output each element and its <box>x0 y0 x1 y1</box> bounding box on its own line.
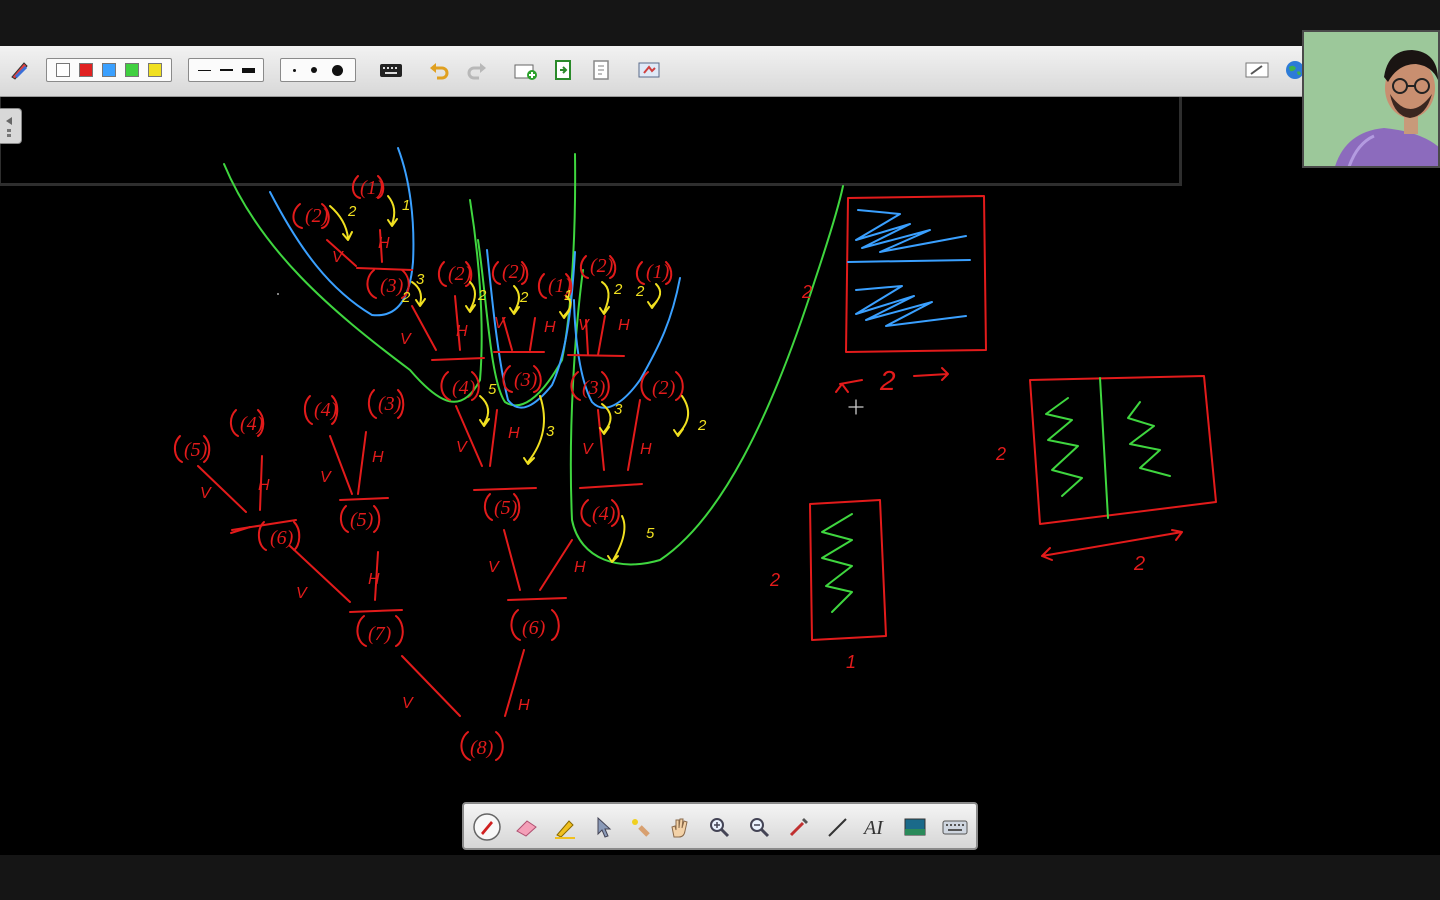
collapsed-panel-outline <box>0 96 1182 186</box>
keyboard-icon[interactable] <box>940 812 970 842</box>
line-width-group <box>188 58 264 82</box>
line-tool-icon[interactable] <box>822 812 852 842</box>
pan-hand-icon[interactable] <box>664 812 694 842</box>
previous-page-icon[interactable] <box>588 58 614 82</box>
undo-icon[interactable] <box>426 58 452 82</box>
laser-pointer-icon[interactable] <box>626 812 656 842</box>
dot-size-small[interactable] <box>292 68 296 72</box>
highlighter-icon[interactable] <box>550 812 580 842</box>
dot-size-medium[interactable] <box>310 67 317 73</box>
pointer-icon[interactable] <box>588 812 618 842</box>
window-top-bar <box>0 0 1440 46</box>
zoom-out-icon[interactable] <box>744 812 774 842</box>
bottom-tool-palette: AI <box>462 802 978 850</box>
line-width-medium[interactable] <box>219 69 233 71</box>
next-page-icon[interactable] <box>550 58 576 82</box>
svg-text:AI: AI <box>862 817 884 839</box>
color-white[interactable] <box>55 63 70 77</box>
line-width-thin[interactable] <box>197 69 211 71</box>
pen-settings-icon[interactable] <box>6 58 32 82</box>
top-toolbar <box>0 46 1304 97</box>
side-panel-handle[interactable] <box>0 108 22 144</box>
dot-size-large[interactable] <box>332 64 344 76</box>
redo-icon[interactable] <box>464 58 490 82</box>
add-page-icon[interactable] <box>512 58 538 82</box>
color-green[interactable] <box>125 63 140 77</box>
color-palette <box>46 58 172 82</box>
whiteboard-canvas[interactable] <box>0 96 1440 856</box>
zoom-in-icon[interactable] <box>704 812 734 842</box>
window-bottom-bar <box>0 855 1440 900</box>
text-tool-icon[interactable]: AI <box>860 812 890 842</box>
dot-size-group <box>280 58 356 82</box>
background-icon[interactable] <box>900 812 930 842</box>
webcam-video <box>1302 30 1440 168</box>
color-yellow[interactable] <box>148 63 163 77</box>
keyboard-icon[interactable] <box>378 58 404 82</box>
line-width-thick[interactable] <box>241 67 255 73</box>
color-red[interactable] <box>78 63 93 77</box>
color-picker-icon[interactable] <box>784 812 814 842</box>
color-blue[interactable] <box>101 63 116 77</box>
screenshot-icon[interactable] <box>636 58 662 82</box>
whiteboard-icon[interactable] <box>1244 58 1270 82</box>
pen-icon[interactable] <box>472 812 502 842</box>
presenter-avatar <box>1304 32 1438 166</box>
globe-icon[interactable] <box>1282 58 1308 82</box>
eraser-icon[interactable] <box>512 812 542 842</box>
